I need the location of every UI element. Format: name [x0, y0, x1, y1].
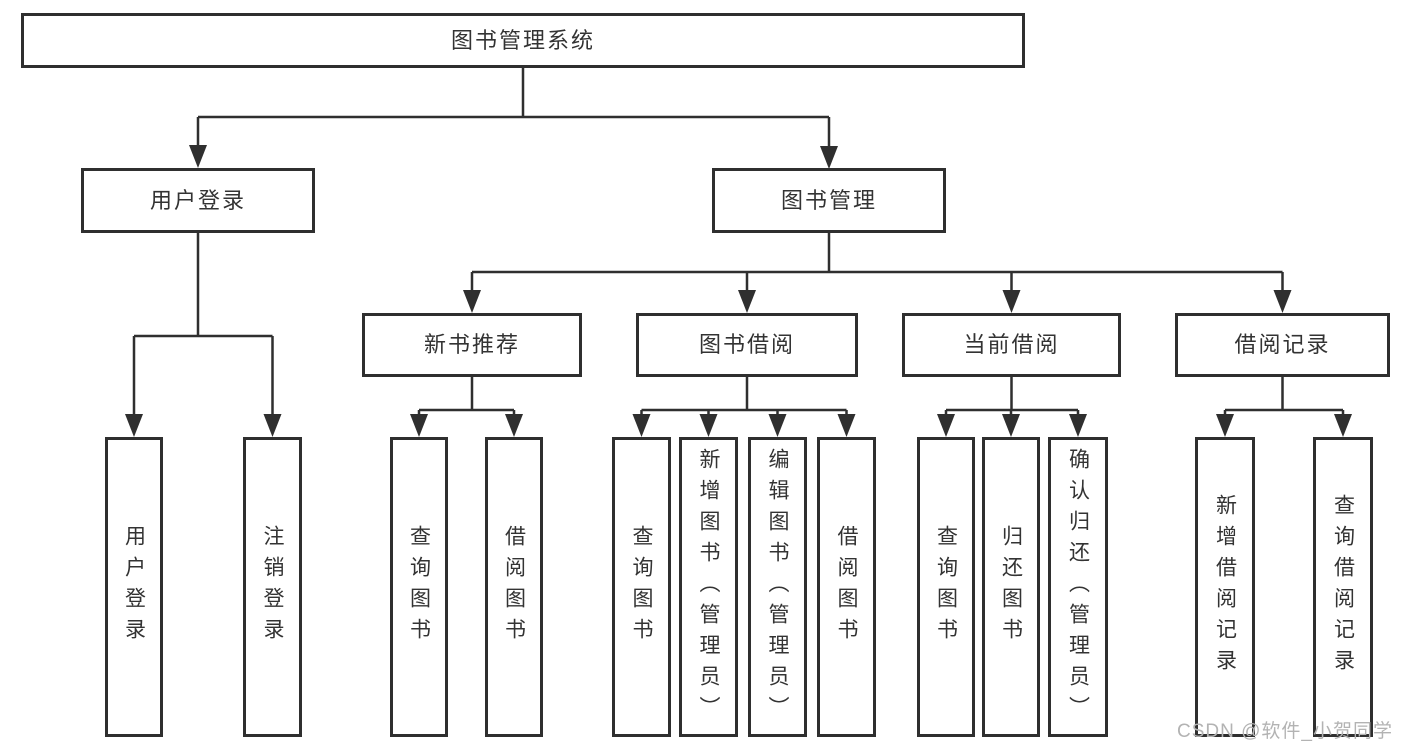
node-new-book-recommend: 新书推荐 [362, 313, 582, 377]
leaf-borrow-books-recommend-label: 借阅图书 [502, 525, 526, 649]
leaf-query-books-current: 查询图书 [917, 437, 975, 737]
node-new-book-recommend-label: 新书推荐 [423, 332, 520, 357]
node-book-management: 图书管理 [712, 168, 946, 233]
leaf-add-borrow-record-label: 新增借阅记录 [1213, 494, 1237, 680]
leaf-add-book-admin: 新增图书（管理员） [679, 437, 738, 737]
leaf-return-book-label: 归还图书 [999, 525, 1023, 649]
node-book-borrow: 图书借阅 [636, 313, 858, 377]
leaf-add-book-admin-label: 新增图书（管理员） [697, 447, 720, 727]
leaf-borrow-books-recommend: 借阅图书 [485, 437, 543, 737]
node-root: 图书管理系统 [21, 13, 1025, 68]
leaf-logout-label: 注销登录 [261, 525, 284, 649]
leaf-query-books-recommend: 查询图书 [390, 437, 448, 737]
leaf-borrow-books: 借阅图书 [817, 437, 876, 737]
leaf-query-borrow-record: 查询借阅记录 [1313, 437, 1373, 737]
node-current-borrow: 当前借阅 [902, 313, 1121, 377]
leaf-query-books-current-label: 查询图书 [934, 525, 958, 649]
node-book-borrow-label: 图书借阅 [698, 332, 795, 357]
leaf-query-books-borrow: 查询图书 [612, 437, 671, 737]
leaf-add-borrow-record: 新增借阅记录 [1195, 437, 1255, 737]
node-borrow-records-label: 借阅记录 [1234, 332, 1331, 357]
csdn-watermark: CSDN @软件_小贺同学 [1177, 721, 1393, 742]
node-book-management-label: 图书管理 [780, 187, 877, 213]
leaf-edit-book-admin-label: 编辑图书（管理员） [766, 447, 789, 727]
node-user-login-label: 用户登录 [149, 187, 246, 213]
node-root-label: 图书管理系统 [450, 27, 595, 53]
leaf-borrow-books-label: 借阅图书 [835, 525, 858, 649]
node-borrow-records: 借阅记录 [1175, 313, 1390, 377]
leaf-user-login-label: 用户登录 [122, 525, 146, 649]
node-current-borrow-label: 当前借阅 [963, 332, 1060, 357]
leaf-query-books-recommend-label: 查询图书 [407, 525, 431, 649]
leaf-confirm-return-admin: 确认归还（管理员） [1048, 437, 1108, 737]
leaf-return-book: 归还图书 [982, 437, 1040, 737]
leaf-query-borrow-record-label: 查询借阅记录 [1331, 494, 1355, 680]
leaf-confirm-return-admin-label: 确认归还（管理员） [1066, 447, 1090, 727]
node-user-login: 用户登录 [81, 168, 315, 233]
leaf-query-books-borrow-label: 查询图书 [630, 525, 653, 649]
leaf-user-login: 用户登录 [105, 437, 163, 737]
leaf-logout: 注销登录 [243, 437, 302, 737]
leaf-edit-book-admin: 编辑图书（管理员） [748, 437, 807, 737]
